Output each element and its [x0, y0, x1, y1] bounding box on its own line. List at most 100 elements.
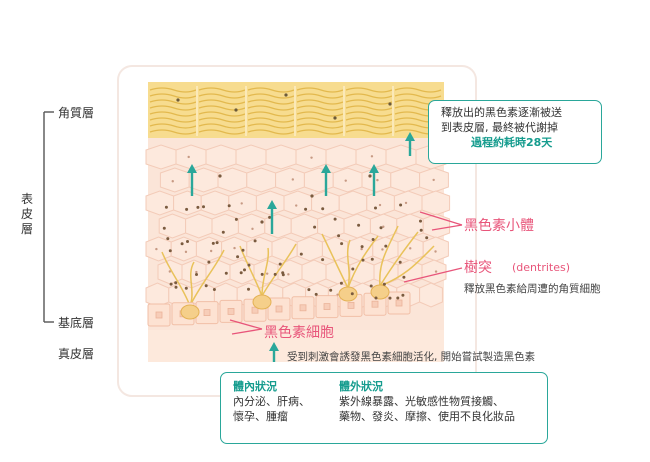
corneum-wave: [149, 99, 197, 105]
corneum-wave: [247, 129, 295, 135]
melanin-dot: [374, 206, 377, 210]
keratinocyte-cells: [145, 144, 451, 308]
keratinocyte: [325, 144, 357, 170]
cell-nucleus: [434, 270, 438, 273]
keratinocyte: [338, 190, 368, 216]
keratinocyte: [211, 213, 239, 239]
pointer-line: [403, 267, 463, 283]
cell-nucleus: [265, 272, 269, 275]
keratinocyte: [235, 144, 267, 170]
corneum-wave: [198, 117, 246, 123]
melanin-dot: [396, 296, 400, 300]
internal-factors-line-2: 懷孕、腫瘤: [233, 410, 288, 423]
cell-nucleus: [209, 249, 213, 253]
melanin-dot: [351, 267, 355, 271]
melanin-dot: [234, 217, 238, 221]
melanin-dot: [402, 275, 406, 279]
melanin-dot: [212, 288, 216, 291]
cell-nucleus: [251, 227, 254, 231]
pointer-line: [431, 224, 463, 231]
corneum-wave: [149, 117, 197, 123]
melanin-dot: [340, 242, 344, 246]
arrow-head: [321, 164, 331, 173]
corneum-wave: [296, 87, 344, 93]
corneum-wave: [149, 87, 197, 93]
melanin-dot: [371, 238, 375, 241]
keratinocyte: [145, 144, 177, 170]
epidermis-bracket: [43, 111, 54, 323]
corneum-wave: [247, 93, 295, 99]
arrow-head: [267, 200, 277, 209]
melanin-dot: [384, 244, 388, 248]
external-factors-line-1: 紫外線暴露、光敏感性物質接觸、: [339, 395, 504, 408]
pointer-line: [229, 319, 263, 330]
dendrite-branch: [261, 243, 297, 297]
cell-nucleus: [378, 203, 382, 207]
melanin-dot: [304, 207, 308, 211]
corneum-wave: [345, 105, 393, 111]
basal-nucleus: [347, 301, 355, 309]
melanocyte: [370, 284, 390, 300]
cell-nucleus: [291, 178, 295, 181]
melanin-dot: [253, 239, 257, 243]
cell-nucleus: [344, 179, 347, 182]
melanin-dot: [247, 263, 251, 267]
cell-nucleus: [195, 270, 198, 274]
melanin-dot: [337, 234, 341, 238]
corneum-wave: [149, 105, 197, 111]
corneum-dot: [234, 108, 238, 112]
external-factors-line-2: 藥物、發炎、摩擦、使用不良化妝品: [339, 410, 515, 423]
melanin-dot: [369, 284, 373, 288]
corneum-wave: [149, 123, 197, 129]
melanin-dot: [350, 292, 354, 296]
corneum-dot: [333, 116, 337, 120]
label-dendrite-en: (dentrites): [512, 261, 571, 274]
corneum-wave: [198, 129, 246, 135]
melanin-dot: [260, 220, 264, 224]
pointer-line: [231, 328, 263, 335]
melanin-dot: [329, 288, 333, 292]
keratinocyte: [158, 213, 187, 239]
melanin-dot: [168, 249, 172, 253]
cell-nucleus: [171, 180, 174, 183]
label-melanosome: 黑色素小體: [464, 218, 534, 234]
corneum-wave: [345, 111, 393, 117]
basal-nucleus: [251, 306, 259, 314]
basal-nucleus: [155, 311, 163, 319]
cell-nucleus: [155, 247, 158, 251]
corneum-wave: [345, 93, 393, 99]
dendrite-branch: [161, 251, 191, 307]
keratinocyte: [205, 144, 237, 170]
melanin-dot: [399, 203, 403, 207]
keratinocyte: [246, 167, 277, 193]
corneum-wave: [247, 117, 295, 123]
trigger-factors-box: 體內狀況 內分泌、肝病、 懷孕、腫瘤 體外狀況 紫外線暴露、光敏感性物質接觸、 …: [220, 372, 548, 444]
melanin-dot: [425, 236, 429, 240]
keratinocyte: [283, 190, 313, 216]
melanin-dot: [321, 207, 325, 211]
corneum-wave: [247, 105, 295, 111]
corneum-wave: [198, 105, 246, 111]
melanin-dot: [185, 207, 189, 211]
label-pointers: [229, 211, 463, 335]
melanocyte: [338, 286, 358, 302]
dendrite-branch: [261, 247, 270, 297]
melanin-dots: [162, 174, 429, 300]
corneum-wave: [247, 123, 295, 129]
arrow-head: [269, 342, 279, 351]
melanin-dot: [241, 248, 245, 252]
activation-note: 受到刺激會誘發黑色素細胞活化, 開始嘗試製造黑色素: [287, 351, 536, 363]
cell-nucleus: [370, 155, 374, 158]
corneum-wave: [198, 99, 246, 105]
corneum-wave: [345, 123, 393, 129]
cycle-line-1: 釋放出的黑色素逐漸被送: [441, 106, 562, 119]
melanin-dot: [169, 282, 173, 286]
melanin-dot: [268, 215, 272, 219]
cell-nucleus: [184, 250, 188, 254]
melanin-dot: [310, 194, 314, 198]
cell-nucleus: [360, 247, 363, 251]
melanin-dot: [382, 282, 386, 286]
dendrite-branch: [347, 235, 379, 289]
label-stratum-corneum: 角質層: [58, 106, 95, 120]
